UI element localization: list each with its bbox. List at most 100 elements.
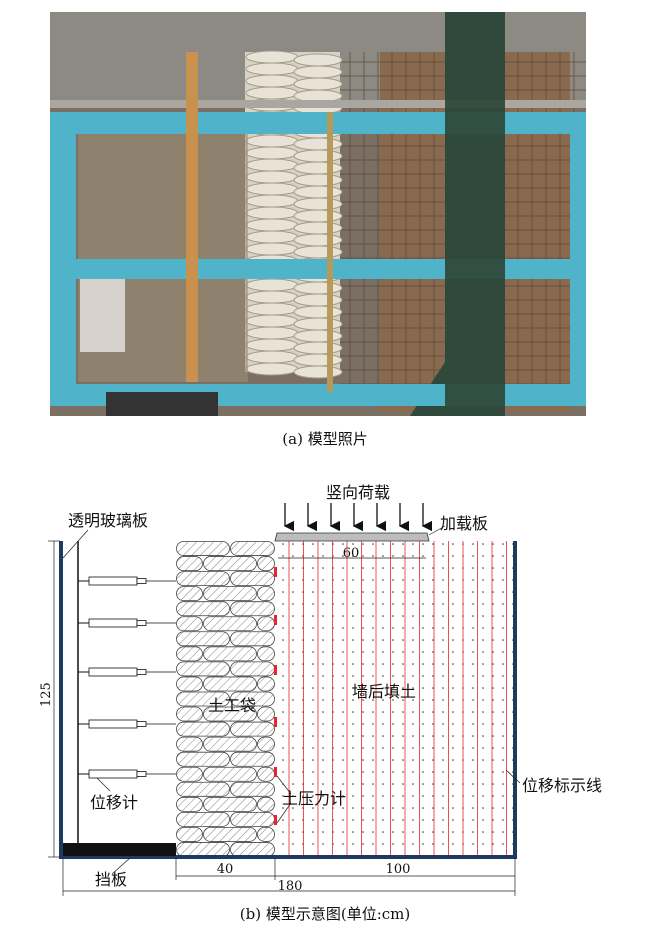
sandbag <box>293 233 343 247</box>
sandbag <box>293 149 343 163</box>
vertical-load-arrows <box>283 503 433 532</box>
sandbag <box>293 53 343 67</box>
geobag <box>230 571 275 587</box>
pressure-cell <box>274 717 277 727</box>
geobag <box>176 571 230 587</box>
geobag-stack <box>176 541 275 857</box>
geobag <box>176 736 203 752</box>
geobag <box>176 541 230 556</box>
sandbag <box>245 74 299 88</box>
pressure-cell <box>274 615 277 625</box>
gauge-body <box>88 719 138 729</box>
geobag <box>257 736 275 752</box>
sandbag <box>293 365 343 379</box>
sandbag <box>245 194 299 208</box>
gauge-body <box>88 618 138 628</box>
bag-width-dimension: 40 <box>217 862 234 877</box>
pressure-cell <box>274 665 277 675</box>
sandbag <box>245 326 299 340</box>
geobag <box>176 646 203 662</box>
geobag <box>176 796 203 812</box>
sandbag <box>245 182 299 196</box>
loading-plate <box>274 532 430 542</box>
sandbag <box>293 329 343 343</box>
sandbag <box>293 197 343 211</box>
geobag <box>176 556 203 571</box>
geobag <box>176 706 203 722</box>
right-wall <box>513 541 517 859</box>
sandbag <box>293 161 343 175</box>
sandbag <box>293 341 343 355</box>
pressure-cells <box>274 567 277 825</box>
gauge-body <box>88 576 138 586</box>
geobag <box>230 721 275 737</box>
pressure-cell <box>274 815 277 825</box>
geobag <box>257 646 275 662</box>
pressure-cell-label: 土压力计 <box>282 789 346 808</box>
geobag <box>176 631 230 647</box>
vertical-load-label: 竖向荷载 <box>326 483 390 502</box>
geobag <box>203 766 257 782</box>
gauge-tip <box>136 620 147 626</box>
geobag <box>257 616 275 632</box>
sandbag <box>245 134 299 148</box>
geobag <box>257 706 275 722</box>
sandbag <box>245 146 299 160</box>
gauge-body <box>88 769 138 779</box>
geobag <box>203 556 257 571</box>
geobag <box>203 586 257 602</box>
geobag <box>257 556 275 571</box>
model-diagram: 竖向荷载 加载板 透明玻璃板 60 土工袋 墙后填土 位移计 土压力计 位移标示… <box>39 483 602 896</box>
sandbag <box>245 314 299 328</box>
geobag <box>230 811 275 827</box>
sandbag <box>293 245 343 259</box>
base-floor <box>59 855 517 859</box>
sandbag <box>293 221 343 235</box>
geobag <box>203 706 257 722</box>
sandbag <box>293 77 343 91</box>
sandbag <box>293 293 343 307</box>
geobag <box>203 646 257 662</box>
geobag <box>176 616 203 632</box>
geobag <box>176 601 230 617</box>
backfill-width-dimension: 100 <box>386 862 411 877</box>
gauge-body <box>88 667 138 677</box>
sandbag <box>245 290 299 304</box>
pressure-cell <box>274 567 277 577</box>
geobag <box>176 586 203 602</box>
model-photo <box>50 12 586 416</box>
geobag <box>230 691 275 707</box>
geobag <box>257 796 275 812</box>
glass-plate-label: 透明玻璃板 <box>68 511 148 530</box>
geobag <box>230 541 275 556</box>
height-dimension: 125 <box>39 682 54 707</box>
geobag <box>203 736 257 752</box>
geobag <box>203 676 257 692</box>
geobag <box>257 586 275 602</box>
marker-line-label: 位移标示线 <box>522 776 602 795</box>
sandbag <box>293 137 343 151</box>
sandbag <box>293 173 343 187</box>
glass-plate <box>59 541 63 859</box>
geobag <box>257 827 275 842</box>
sandbag <box>245 230 299 244</box>
sandbag <box>293 353 343 367</box>
sandbag <box>245 50 299 64</box>
sandbag <box>245 242 299 256</box>
sandbag <box>293 305 343 319</box>
geobag <box>176 766 203 782</box>
photo-caption: (a) 模型照片 <box>282 430 368 448</box>
sandbag <box>245 338 299 352</box>
geobag <box>230 751 275 767</box>
backfill-label: 墙后填土 <box>352 682 416 701</box>
sandbag <box>245 218 299 232</box>
diagram-caption: (b) 模型示意图(单位:cm) <box>239 905 411 923</box>
sandbag <box>245 206 299 220</box>
sandbag <box>293 281 343 295</box>
geobag <box>203 827 257 842</box>
gauge-tip <box>136 669 147 675</box>
baffle <box>63 843 176 856</box>
geobag <box>176 676 203 692</box>
geobag <box>257 766 275 782</box>
geobag <box>203 796 257 812</box>
